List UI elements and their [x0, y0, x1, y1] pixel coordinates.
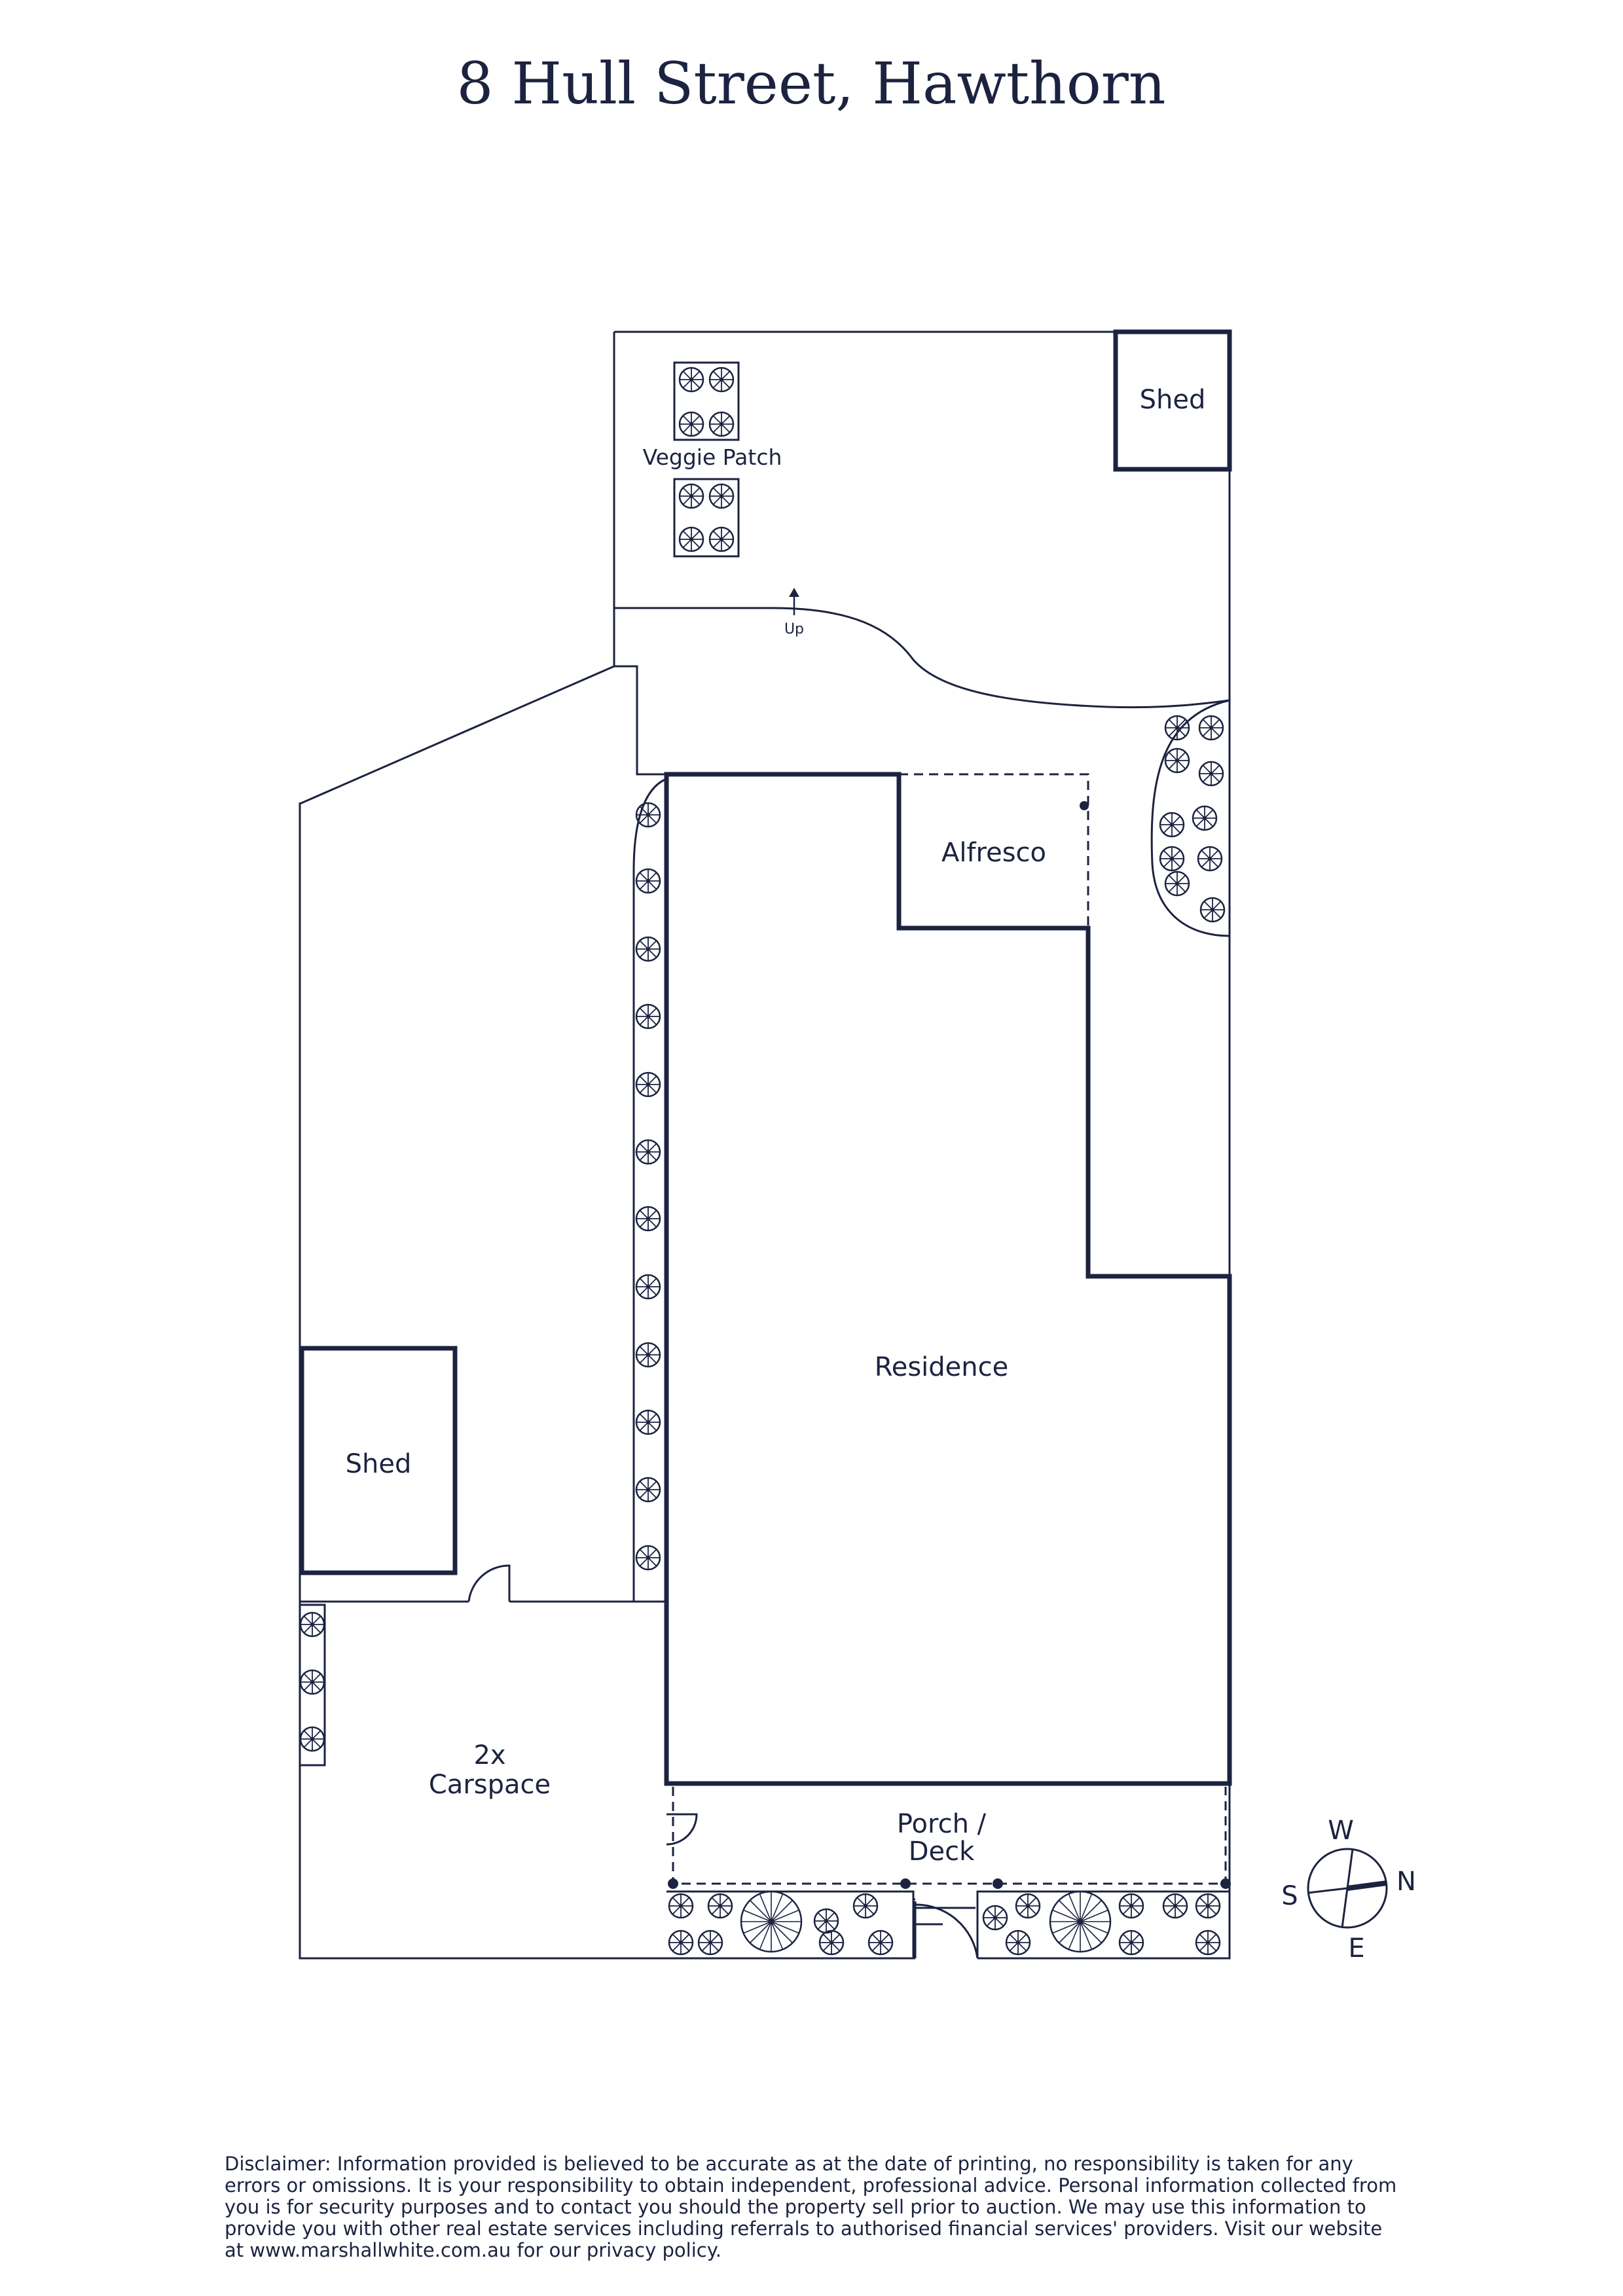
compass-north: N	[1396, 1867, 1416, 1897]
shed-top	[1113, 329, 1232, 472]
front-gate-arc	[914, 1903, 979, 1959]
residence-label: Residence	[875, 1352, 1009, 1382]
compass	[1307, 1848, 1388, 1929]
porch-label-line1: Porch /	[897, 1809, 987, 1839]
porch-outline	[672, 1787, 1227, 1885]
porch-door-arc	[666, 1813, 698, 1846]
right-garden-bed	[1150, 699, 1230, 937]
front-garden-bed-left	[666, 1890, 915, 1958]
alfresco-label: Alfresco	[941, 838, 1046, 868]
veggie-bed-2	[673, 478, 740, 558]
porch-label-line2: Deck	[909, 1837, 975, 1867]
front-garden-bed-right	[976, 1890, 1230, 1958]
alfresco-post	[1080, 801, 1089, 810]
compass-south: S	[1281, 1881, 1298, 1911]
shed-top-label: Shed	[1140, 385, 1206, 415]
up-arrow-icon	[789, 588, 799, 615]
compass-east: E	[1348, 1933, 1364, 1964]
veggie-patch-label: Veggie Patch	[643, 444, 782, 470]
carport-bed-plants	[299, 1611, 325, 1752]
shed-left-label: Shed	[346, 1449, 412, 1479]
front-garden-plants	[668, 1890, 1221, 1956]
left-boundary	[299, 332, 615, 1958]
carport-garden-bed	[299, 1604, 326, 1767]
veggie-bed-1	[673, 361, 740, 441]
side-path	[614, 665, 666, 776]
up-label: Up	[784, 621, 804, 637]
carspace-label-line2: Carspace	[429, 1770, 551, 1800]
shed-left	[299, 1346, 458, 1575]
carport-door-arc	[467, 1564, 511, 1602]
right-garden-plants	[1159, 715, 1226, 923]
disclaimer-text: Disclaimer: Information provided is beli…	[225, 2153, 1397, 2261]
residence-outline	[664, 772, 1232, 1786]
compass-west: W	[1328, 1816, 1354, 1846]
alfresco-outline	[899, 773, 1089, 928]
lawn-edge	[614, 607, 1230, 709]
carspace-label-line1: 2x	[473, 1740, 505, 1770]
side-hedge-plants	[635, 802, 661, 1571]
porch-posts	[668, 1878, 1231, 1889]
page-title: 8 Hull Street, Hawthorn	[456, 50, 1165, 117]
front-steps	[913, 1898, 976, 1958]
